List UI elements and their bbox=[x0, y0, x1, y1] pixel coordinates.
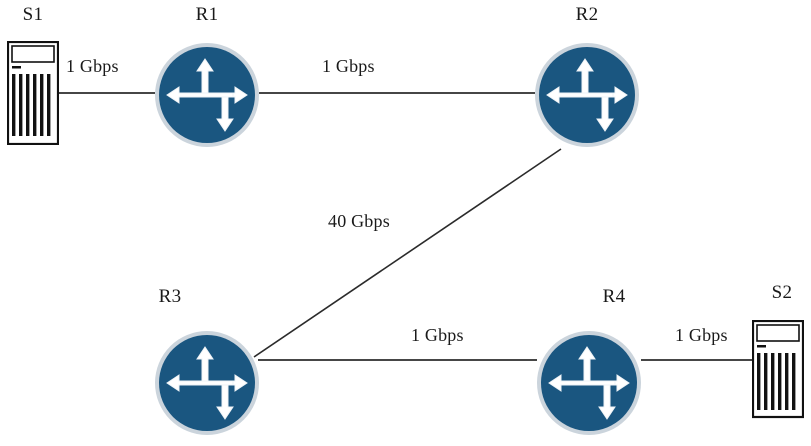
node-s2-server[interactable] bbox=[752, 320, 804, 424]
link-label-r4-s2: 1 Gbps bbox=[675, 325, 728, 345]
link-label-r1-r2: 1 Gbps bbox=[322, 56, 375, 76]
node-r2-router[interactable] bbox=[533, 41, 641, 149]
node-label-r4: R4 bbox=[602, 286, 626, 307]
node-label-s1: S1 bbox=[22, 4, 44, 25]
node-r1-router[interactable] bbox=[153, 41, 261, 149]
node-label-r2: R2 bbox=[575, 4, 599, 25]
router-icon bbox=[537, 331, 641, 435]
link-label-r3-r2: 40 Gbps bbox=[328, 211, 390, 231]
router-icon bbox=[155, 331, 259, 435]
router-icon bbox=[535, 43, 639, 147]
node-label-r3: R3 bbox=[158, 286, 182, 307]
server-tower-icon bbox=[752, 320, 804, 419]
node-label-r1: R1 bbox=[195, 4, 219, 25]
router-icon bbox=[155, 43, 259, 147]
link-label-s1-r1: 1 Gbps bbox=[66, 56, 119, 76]
node-r3-router[interactable] bbox=[153, 329, 261, 437]
node-s1-server[interactable] bbox=[7, 41, 59, 145]
node-label-s2: S2 bbox=[771, 282, 793, 303]
link-label-r3-r4: 1 Gbps bbox=[411, 325, 464, 345]
node-r4-router[interactable] bbox=[535, 329, 643, 437]
server-tower-icon bbox=[7, 41, 59, 145]
link-line-r3-r2 bbox=[253, 148, 562, 358]
